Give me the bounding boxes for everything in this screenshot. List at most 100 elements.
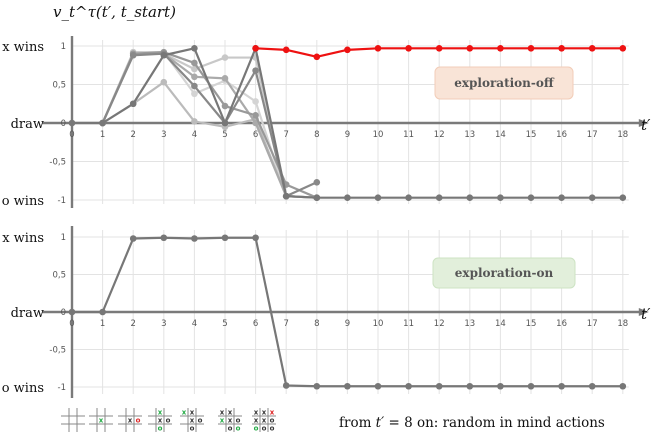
x-tick-label: 14 (495, 319, 506, 329)
x-axis-arrow (638, 119, 649, 127)
y-category-label: draw (11, 117, 44, 132)
board-mark: o (262, 425, 267, 433)
data-point (588, 382, 596, 390)
data-point (374, 194, 382, 201)
data-point (619, 382, 627, 390)
data-point (344, 194, 351, 201)
data-point (497, 45, 504, 52)
data-point (129, 51, 137, 59)
board-mark: x (228, 417, 233, 425)
board-mark: o (166, 417, 171, 425)
data-point (344, 46, 351, 54)
x-tick-label: 7 (283, 130, 288, 140)
x-tick-label: 16 (556, 130, 567, 140)
board: x (89, 408, 113, 432)
x-tick-label: 8 (314, 319, 319, 329)
y-tick-label: 0 (61, 119, 66, 129)
x-tick-label: 1 (100, 319, 105, 329)
board-mark: x (262, 409, 267, 417)
data-point (129, 100, 137, 108)
board-mark: x (220, 409, 225, 417)
data-point (221, 54, 229, 61)
y-category-label: draw (11, 306, 44, 321)
board-mark: x (158, 409, 163, 417)
y-category-label: o wins (2, 194, 44, 209)
data-point (405, 194, 412, 201)
data-point (619, 194, 627, 201)
board-mark: o (158, 425, 163, 433)
x-tick-label: 9 (345, 130, 350, 140)
board-mark: o (270, 425, 275, 433)
data-point (588, 194, 596, 201)
data-point (313, 53, 321, 61)
board-mark: x (254, 409, 259, 417)
board-mark: x (190, 417, 195, 425)
data-point (191, 73, 198, 81)
x-tick-label: 10 (373, 319, 384, 329)
x-tick-label: 3 (161, 130, 166, 140)
data-point (191, 90, 198, 98)
data-point (313, 194, 321, 201)
x-tick-label: 12 (434, 130, 445, 140)
board-mark: o (190, 425, 195, 433)
data-point (313, 382, 321, 390)
y-tick-label: 1 (61, 233, 66, 243)
board-mark: x (262, 417, 267, 425)
board-mark: x (182, 409, 187, 417)
board (61, 408, 85, 432)
x-tick-label: 0 (69, 130, 74, 140)
badge-box (432, 257, 576, 289)
board-mark: o (254, 425, 259, 433)
data-point (129, 235, 137, 242)
series-line (101, 52, 317, 199)
data-point (497, 382, 504, 390)
x-tick-label: 5 (222, 319, 227, 329)
board-mark: o (236, 425, 241, 433)
data-point (252, 234, 259, 242)
y-tick-label: 0,5 (52, 81, 66, 91)
board-mark: x (99, 417, 104, 425)
data-point (191, 59, 198, 67)
x-tick-label: 17 (587, 130, 598, 140)
x-tick-label: 12 (434, 319, 445, 329)
data-point (99, 308, 106, 316)
data-point (282, 192, 290, 200)
data-point (619, 45, 627, 52)
x-tick-label: 11 (403, 319, 414, 329)
x-tick-label: 15 (526, 130, 537, 140)
data-point (466, 382, 474, 390)
x-tick-label: 2 (130, 319, 135, 329)
data-point (99, 119, 106, 127)
x-tick-label: 4 (192, 319, 197, 329)
data-point (527, 382, 535, 390)
board-mark: o (270, 417, 275, 425)
data-point (221, 234, 229, 242)
y-tick-label: -1 (58, 383, 66, 393)
x-axis-arrow (638, 308, 649, 316)
data-point (558, 194, 565, 201)
x-axis-label: t′ (641, 305, 651, 323)
x-tick-label: 4 (192, 130, 197, 140)
data-point (497, 194, 504, 201)
board-mark: x (190, 409, 195, 417)
board-mark: o (136, 417, 141, 425)
data-point (435, 382, 443, 390)
y-category-label: x wins (2, 231, 44, 246)
x-tick-label: 1 (100, 130, 105, 140)
x-tick-label: 3 (161, 319, 166, 329)
badge-label: exploration-on (455, 266, 554, 280)
data-point (313, 178, 321, 186)
data-point (221, 102, 229, 110)
board-mark: x (128, 417, 133, 425)
data-point (374, 45, 382, 52)
data-point (466, 45, 474, 52)
data-point (344, 382, 351, 390)
data-point (435, 194, 443, 201)
y-tick-label: -0,5 (49, 158, 66, 168)
data-point (191, 65, 198, 73)
